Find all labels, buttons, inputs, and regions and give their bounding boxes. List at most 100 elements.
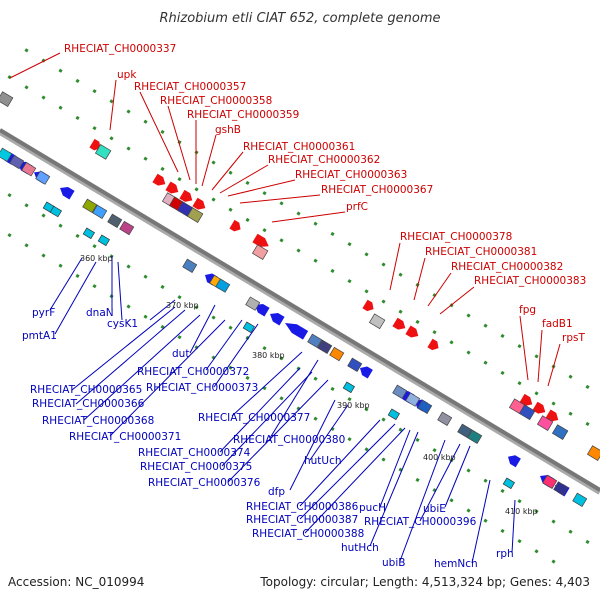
leader-line (211, 151, 244, 191)
tick-dot (313, 258, 318, 263)
gene-box (542, 474, 558, 489)
leader-line (413, 257, 426, 301)
tick-dot (279, 356, 284, 361)
scale-label: 360 kbp (80, 254, 113, 263)
tick-dot (568, 411, 573, 416)
tick-dot (449, 498, 454, 503)
leader-line (304, 427, 406, 534)
leader-line (109, 319, 226, 437)
tick-dot (483, 360, 488, 365)
tick-dot (432, 293, 437, 298)
tick-dot (568, 374, 573, 379)
tick-dot (534, 354, 539, 359)
gene-box (182, 258, 198, 273)
gene-box (392, 384, 408, 399)
gene-box (437, 411, 453, 426)
gene-features (0, 91, 600, 507)
gene-box (82, 198, 98, 213)
leader-line (139, 91, 179, 173)
gene-label: RHECIAT_CH0000376 (148, 477, 261, 489)
scale-label: 380 kbp (252, 351, 285, 360)
tick-dot (228, 325, 233, 330)
gene-label: RHECIAT_CH0000361 (243, 141, 355, 153)
tick-dot (466, 313, 471, 318)
tick-dot (58, 105, 63, 110)
tick-dot (364, 252, 369, 257)
gene-box (119, 220, 135, 236)
tick-dot (177, 335, 182, 340)
tick-dot (211, 160, 216, 165)
gene-box (387, 408, 400, 421)
forward-gene-labels: RHECIAT_CH0000337 upk RHECIAT_CH0000357 … (64, 43, 586, 344)
tick-dot (517, 381, 522, 386)
gene-label: hutUch (304, 455, 342, 467)
gene-label: prfC (346, 201, 368, 213)
leader-line (444, 445, 471, 508)
gene-arrow (60, 186, 75, 200)
gene-arrow (427, 338, 439, 351)
tick-dot (432, 330, 437, 335)
tick-dot (500, 528, 505, 534)
tick-dot (483, 478, 488, 483)
tick-dot (585, 421, 590, 427)
tick-dot (381, 262, 386, 267)
tick-dot (415, 319, 420, 325)
tick-dot (279, 396, 284, 401)
leader-line (227, 379, 329, 483)
tick-dot (245, 375, 250, 381)
tick-dot (92, 89, 97, 94)
gene-arrow (285, 323, 309, 340)
gene-box (49, 205, 62, 218)
tick-dot (534, 509, 539, 514)
leader-line (71, 306, 176, 391)
gene-label: RHECIAT_CH0000387 (246, 514, 358, 526)
tick-dot (347, 397, 352, 402)
gene-arrow (252, 233, 269, 247)
gene-box (317, 339, 333, 354)
gene-box (245, 296, 261, 311)
gene-label: pmtA1 (22, 330, 57, 342)
gene-label: RHECIAT_CH0000375 (140, 461, 252, 473)
leader-line (219, 164, 269, 194)
leader-line (369, 431, 419, 547)
gene-label: RHECIAT_CH0000368 (42, 415, 154, 427)
gene-label: RHECIAT_CH0000388 (252, 528, 364, 540)
leader-line (427, 272, 452, 307)
gene-box (215, 278, 231, 293)
tick-dot (92, 244, 97, 249)
gene-label: RHECIAT_CH0000362 (268, 154, 380, 166)
gene-arrow (270, 312, 285, 326)
tick-dot (126, 264, 131, 269)
tick-dot (211, 315, 216, 320)
gene-label: RHECIAT_CH0000383 (474, 275, 586, 287)
tick-dot (313, 376, 318, 381)
tick-dot (75, 78, 80, 84)
tick-dot (568, 529, 573, 534)
tick-dot (381, 457, 386, 462)
gene-box (21, 162, 37, 177)
gene-box (342, 381, 355, 394)
leader-line (269, 359, 319, 439)
tick-dot (330, 231, 335, 237)
gene-arrow (179, 189, 193, 202)
tick-dot (58, 263, 63, 268)
tick-dot (330, 386, 335, 392)
tick-dot (194, 305, 199, 310)
tick-dot (160, 166, 165, 172)
tick-dot (279, 201, 284, 206)
leader-line (109, 79, 117, 131)
gene-arrow (405, 325, 419, 338)
leader-line (117, 261, 123, 321)
tick-dot (262, 228, 267, 233)
tick-dot (228, 207, 233, 212)
leader-line (399, 439, 446, 562)
tick-dot (347, 437, 352, 442)
gene-label: RHECIAT_CH0000386 (246, 501, 359, 513)
gene-arrow (362, 299, 374, 312)
tick-dot (279, 238, 284, 243)
gene-box (0, 147, 13, 162)
gene-label: RHECIAT_CH0000378 (400, 231, 512, 243)
leader-line (219, 367, 301, 453)
gene-box (457, 423, 473, 438)
